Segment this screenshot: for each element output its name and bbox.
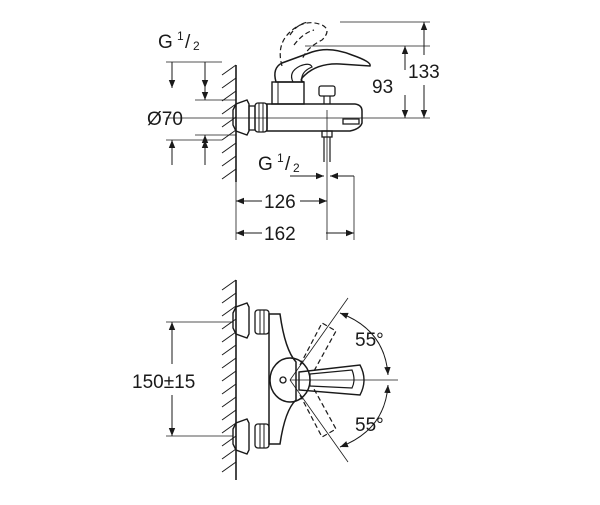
dim-inlet-num: 1 [177, 29, 184, 43]
wall-side [221, 64, 237, 182]
dim-inlet-den: 2 [193, 39, 200, 53]
dimension-inlet-thread: G 1 / 2 [158, 29, 222, 88]
dimension-total-length: 162 [236, 224, 354, 245]
dim-diameter-label: Ø70 [147, 109, 183, 130]
dim-total-height-label: 133 [408, 62, 440, 83]
connector-nut-side [248, 102, 268, 133]
dimension-spout-height: 93 [305, 45, 430, 118]
dim-outlet-distance-label: 126 [264, 192, 296, 213]
dimension-center-distance: 150±15 [132, 321, 233, 437]
dim-outlet-letter: G [258, 154, 273, 175]
side-view: G 1 / 2 Ø70 93 [147, 21, 440, 245]
spout-outlet-side [321, 110, 360, 240]
angle-upper-label: 55° [355, 330, 384, 351]
angle-arcs: 55° 55° [289, 297, 398, 463]
fraction-slash-2: / [285, 154, 291, 175]
dimension-outlet-thread: G 1 / 2 [258, 151, 355, 240]
dim-inlet-letter: G [158, 32, 173, 53]
dim-outlet-num: 1 [277, 151, 284, 165]
rosette-side [232, 99, 250, 136]
dimension-outlet-distance: 126 [235, 182, 327, 240]
dimension-diameter: Ø70 [147, 88, 236, 148]
dim-center-distance-label: 150±15 [132, 372, 195, 393]
fraction-slash: / [185, 32, 191, 53]
lever-handle-side [274, 48, 371, 83]
diverter-knob-side [318, 85, 336, 104]
dimension-total-height: 133 [340, 21, 440, 118]
angle-lower-label: 55° [355, 415, 384, 436]
rosette-top-lower [232, 418, 270, 455]
dim-outlet-den: 2 [293, 161, 300, 175]
dimension-inlet-lower [166, 139, 222, 165]
dim-spout-height-label: 93 [372, 77, 393, 98]
rosette-top-upper [232, 302, 270, 339]
lever-handle-alt-position [279, 21, 328, 67]
top-view: 55° 55° 150±15 [132, 279, 398, 480]
dim-total-length-label: 162 [264, 224, 296, 245]
